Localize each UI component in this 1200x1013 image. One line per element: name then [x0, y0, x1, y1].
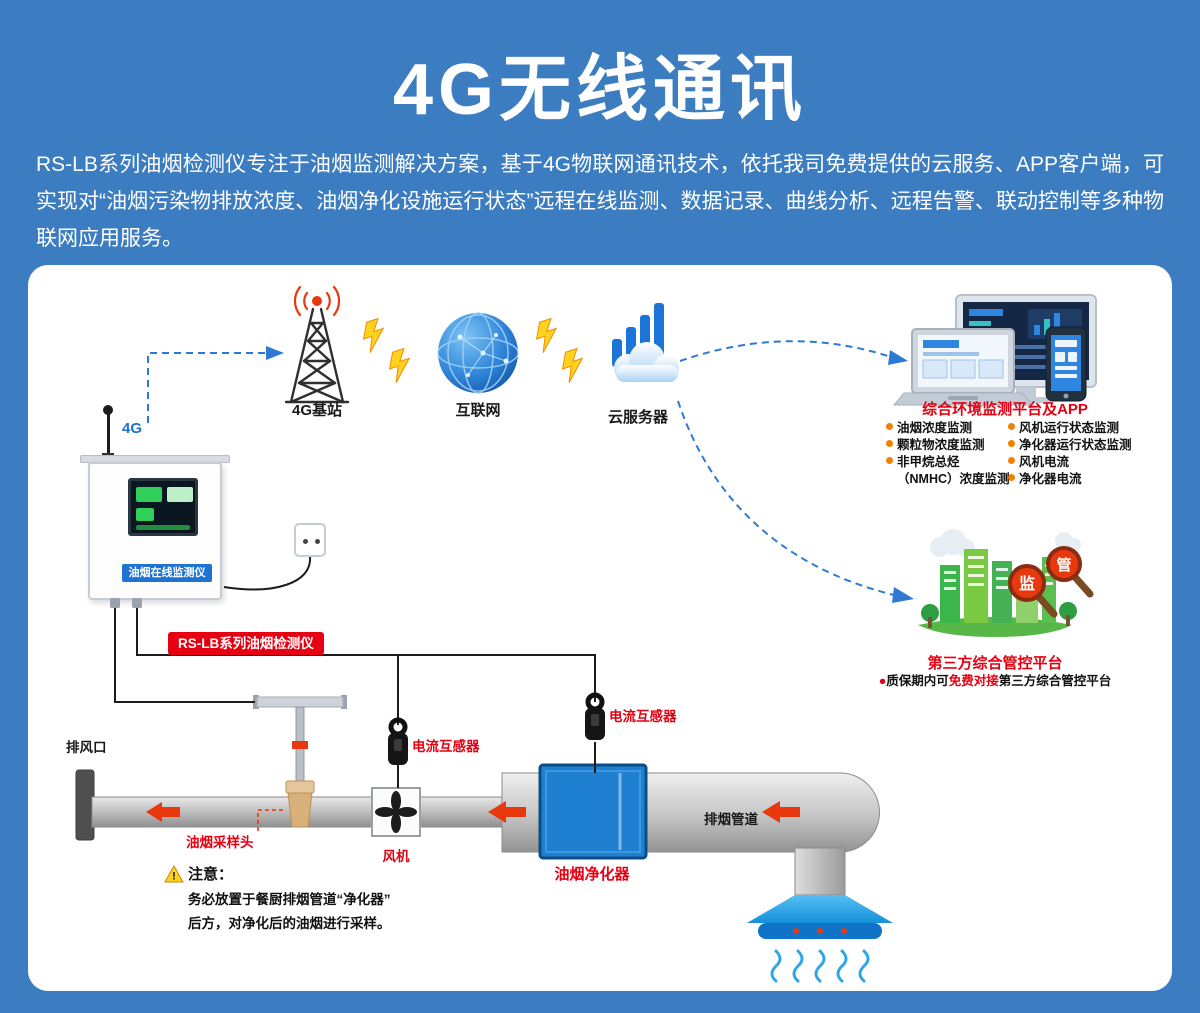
list-item-label: （NMHC）浓度监测 [897, 471, 1010, 486]
page-title: 4G无线通讯 [392, 50, 808, 130]
bullet-icon [1008, 439, 1015, 447]
laptop-icon [892, 328, 1034, 406]
antenna-rod [107, 413, 110, 459]
list-item: 风机运行状态监测 [1008, 418, 1132, 435]
magnifier-jian-icon: 监 [1008, 564, 1058, 618]
list-item: 油烟浓度监测 [886, 418, 1010, 435]
list-item: 净化器运行状态监测 [1008, 435, 1132, 452]
warning-icon: ! [164, 864, 184, 882]
platform-title: 综合环境监测平台及APP [922, 401, 1088, 418]
screen-block [136, 525, 190, 530]
current-clamp-icon [388, 717, 408, 765]
arrowhead-to-platform [888, 350, 908, 365]
list-item: 净化器电流 [1008, 469, 1132, 486]
screen-block [167, 487, 193, 502]
current-transformer-label-2: 电流互感器 [609, 709, 677, 724]
screen-block [136, 487, 162, 502]
cloud-server-label: 云服务器 [607, 409, 668, 426]
magnifier-guan-icon: 管 [1046, 546, 1094, 598]
warning-mark: ! [172, 870, 176, 882]
list-item-label: 风机运行状态监测 [1019, 420, 1120, 435]
bullet-icon [886, 422, 893, 430]
power-outlet-icon [294, 523, 326, 557]
smartphone-icon [1045, 326, 1087, 402]
cloud-server-icon [612, 303, 679, 382]
cable-gland [110, 598, 120, 608]
bullet-icon [1008, 473, 1015, 481]
kitchen-hood-icon [747, 895, 893, 939]
link-cloud-to-platform [679, 340, 895, 362]
cell-tower-icon [284, 285, 350, 404]
device-name-strip: 油烟在线监测仪 [122, 564, 212, 582]
note-bullet: ● [878, 674, 887, 688]
third-party-title: 第三方综合管控平台 [927, 655, 1063, 672]
notice-head: ! 注意： [164, 863, 391, 884]
fan-label: 风机 [382, 849, 410, 864]
base-station-label: 4G基站 [291, 402, 342, 419]
screen-block [136, 508, 154, 521]
flow-arrow-icon [146, 801, 800, 823]
link-device-to-tower [147, 352, 266, 423]
note-highlight: 免费对接 [948, 674, 999, 688]
list-item-label: 颗粒物浓度监测 [897, 437, 985, 452]
signal-cables [114, 556, 596, 788]
purifier-label: 油烟净化器 [554, 866, 630, 883]
magnifier-jian-label: 监 [1019, 574, 1035, 593]
exhaust-outlet-label: 排风口 [66, 740, 107, 755]
arrowhead-to-tower [266, 346, 284, 360]
list-item-label: 净化器电流 [1019, 471, 1082, 486]
third-party-note: ●质保期内可免费对接第三方综合管控平台 [855, 670, 1135, 689]
device-model-badge: RS-LB系列油烟检测仪 [168, 632, 324, 655]
current-clamp-icon [585, 692, 605, 740]
platform-feature-list-left: 油烟浓度监测 颗粒物浓度监测 非甲烷总烃 （NMHC）浓度监测 [886, 418, 1010, 486]
platform-feature-list-right: 风机运行状态监测 净化器运行状态监测 风机电流 净化器电流 [1008, 418, 1132, 486]
bullet-icon [886, 456, 893, 464]
sampling-leader-line [257, 809, 284, 831]
notice-line-2: 后方，对净化后的油烟进行采样。 [188, 916, 391, 931]
note-pre: 质保期内可 [886, 674, 949, 688]
cable-gland [132, 598, 142, 608]
list-item: 颗粒物浓度监测 [886, 435, 1010, 452]
list-item: 风机电流 [1008, 452, 1132, 469]
list-item: 非甲烷总烃 [886, 452, 1010, 469]
list-item-label: 净化器运行状态监测 [1019, 437, 1132, 452]
fan-icon [371, 787, 421, 837]
diagram-canvas: 监 管 [75, 285, 1097, 983]
notice-title: 注意： [188, 866, 234, 883]
antenna-icon [103, 405, 113, 415]
diagram-panel: 监 管 [28, 265, 1172, 991]
notice-line-1: 务必放置于餐厨排烟管道“净化器” [188, 892, 391, 907]
smoke-pipe-label: 排烟管道 [704, 812, 758, 827]
bullet-icon [1008, 456, 1015, 464]
list-item: （NMHC）浓度监测 [886, 469, 1010, 486]
sampling-probe [253, 695, 347, 828]
current-transformer-label-1: 电流互感器 [412, 739, 480, 754]
city-illustration [918, 529, 1081, 637]
link-cloud-to-thirdparty [677, 400, 899, 597]
note-post: 第三方综合管控平台 [998, 674, 1112, 688]
list-item-label: 非甲烷总烃 [897, 454, 960, 469]
list-item-label: 风机电流 [1019, 454, 1070, 469]
arrowhead-to-thirdparty [892, 587, 914, 603]
device-4g-label: 4G [122, 420, 143, 437]
sampling-head-label: 油烟采样头 [186, 835, 254, 850]
bullet-icon [886, 439, 893, 447]
intro-paragraph: RS-LB系列油烟检测仪专注于油烟监测解决方案，基于4G物联网通讯技术，依托我司… [36, 153, 1164, 250]
notice-block: ! 注意： 务必放置于餐厨排烟管道“净化器” 后方，对净化后的油烟进行采样。 [164, 863, 391, 932]
list-item-label: 油烟浓度监测 [897, 420, 973, 435]
internet-label: 互联网 [455, 402, 501, 419]
lightning-icon [362, 317, 584, 383]
steam-icon [770, 949, 870, 983]
device-screen [128, 478, 198, 536]
purifier-box [538, 763, 648, 860]
bullet-icon [1008, 422, 1015, 430]
magnifier-guan-label: 管 [1056, 556, 1071, 574]
globe-icon [437, 312, 519, 394]
